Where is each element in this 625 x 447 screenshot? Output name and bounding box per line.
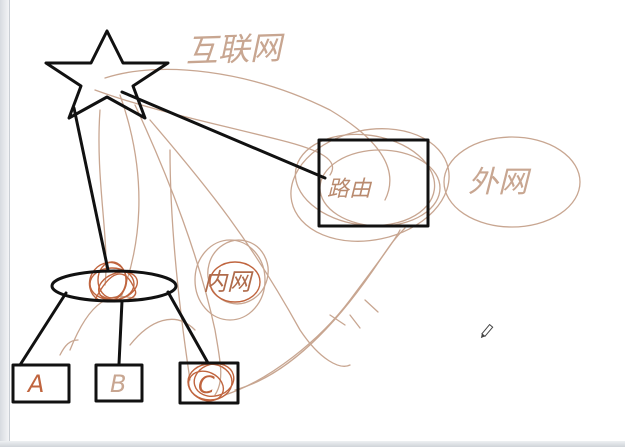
label-router: 路由	[327, 177, 373, 202]
window-bottom-edge	[0, 441, 625, 447]
hub-ellipse	[50, 269, 178, 303]
pen-cursor-icon	[480, 323, 494, 339]
label-internet: 互联网	[185, 29, 286, 70]
labels-layer: 互联网 路由 外网 内网 A B C	[26, 29, 532, 399]
hub-to-pc-b-line	[117, 299, 124, 366]
label-pc-b: B	[110, 370, 126, 398]
scribble-layer	[59, 68, 581, 396]
pc-a-box	[11, 363, 71, 404]
pc-c-box	[178, 361, 240, 405]
label-pc-a: A	[26, 370, 44, 398]
network-structure	[11, 29, 430, 405]
hub-to-pc-a-line	[18, 291, 68, 367]
label-intranet: 内网	[203, 268, 254, 296]
star-to-router-line	[120, 90, 327, 180]
label-extranet: 外网	[468, 165, 532, 200]
hub-to-pc-c-line	[166, 290, 210, 365]
pc-b-box	[94, 363, 144, 403]
label-pc-c: C	[198, 371, 215, 399]
router-box	[317, 138, 430, 228]
star-to-hub-line	[72, 106, 110, 272]
internet-star	[44, 29, 170, 120]
window-left-edge	[0, 0, 10, 447]
